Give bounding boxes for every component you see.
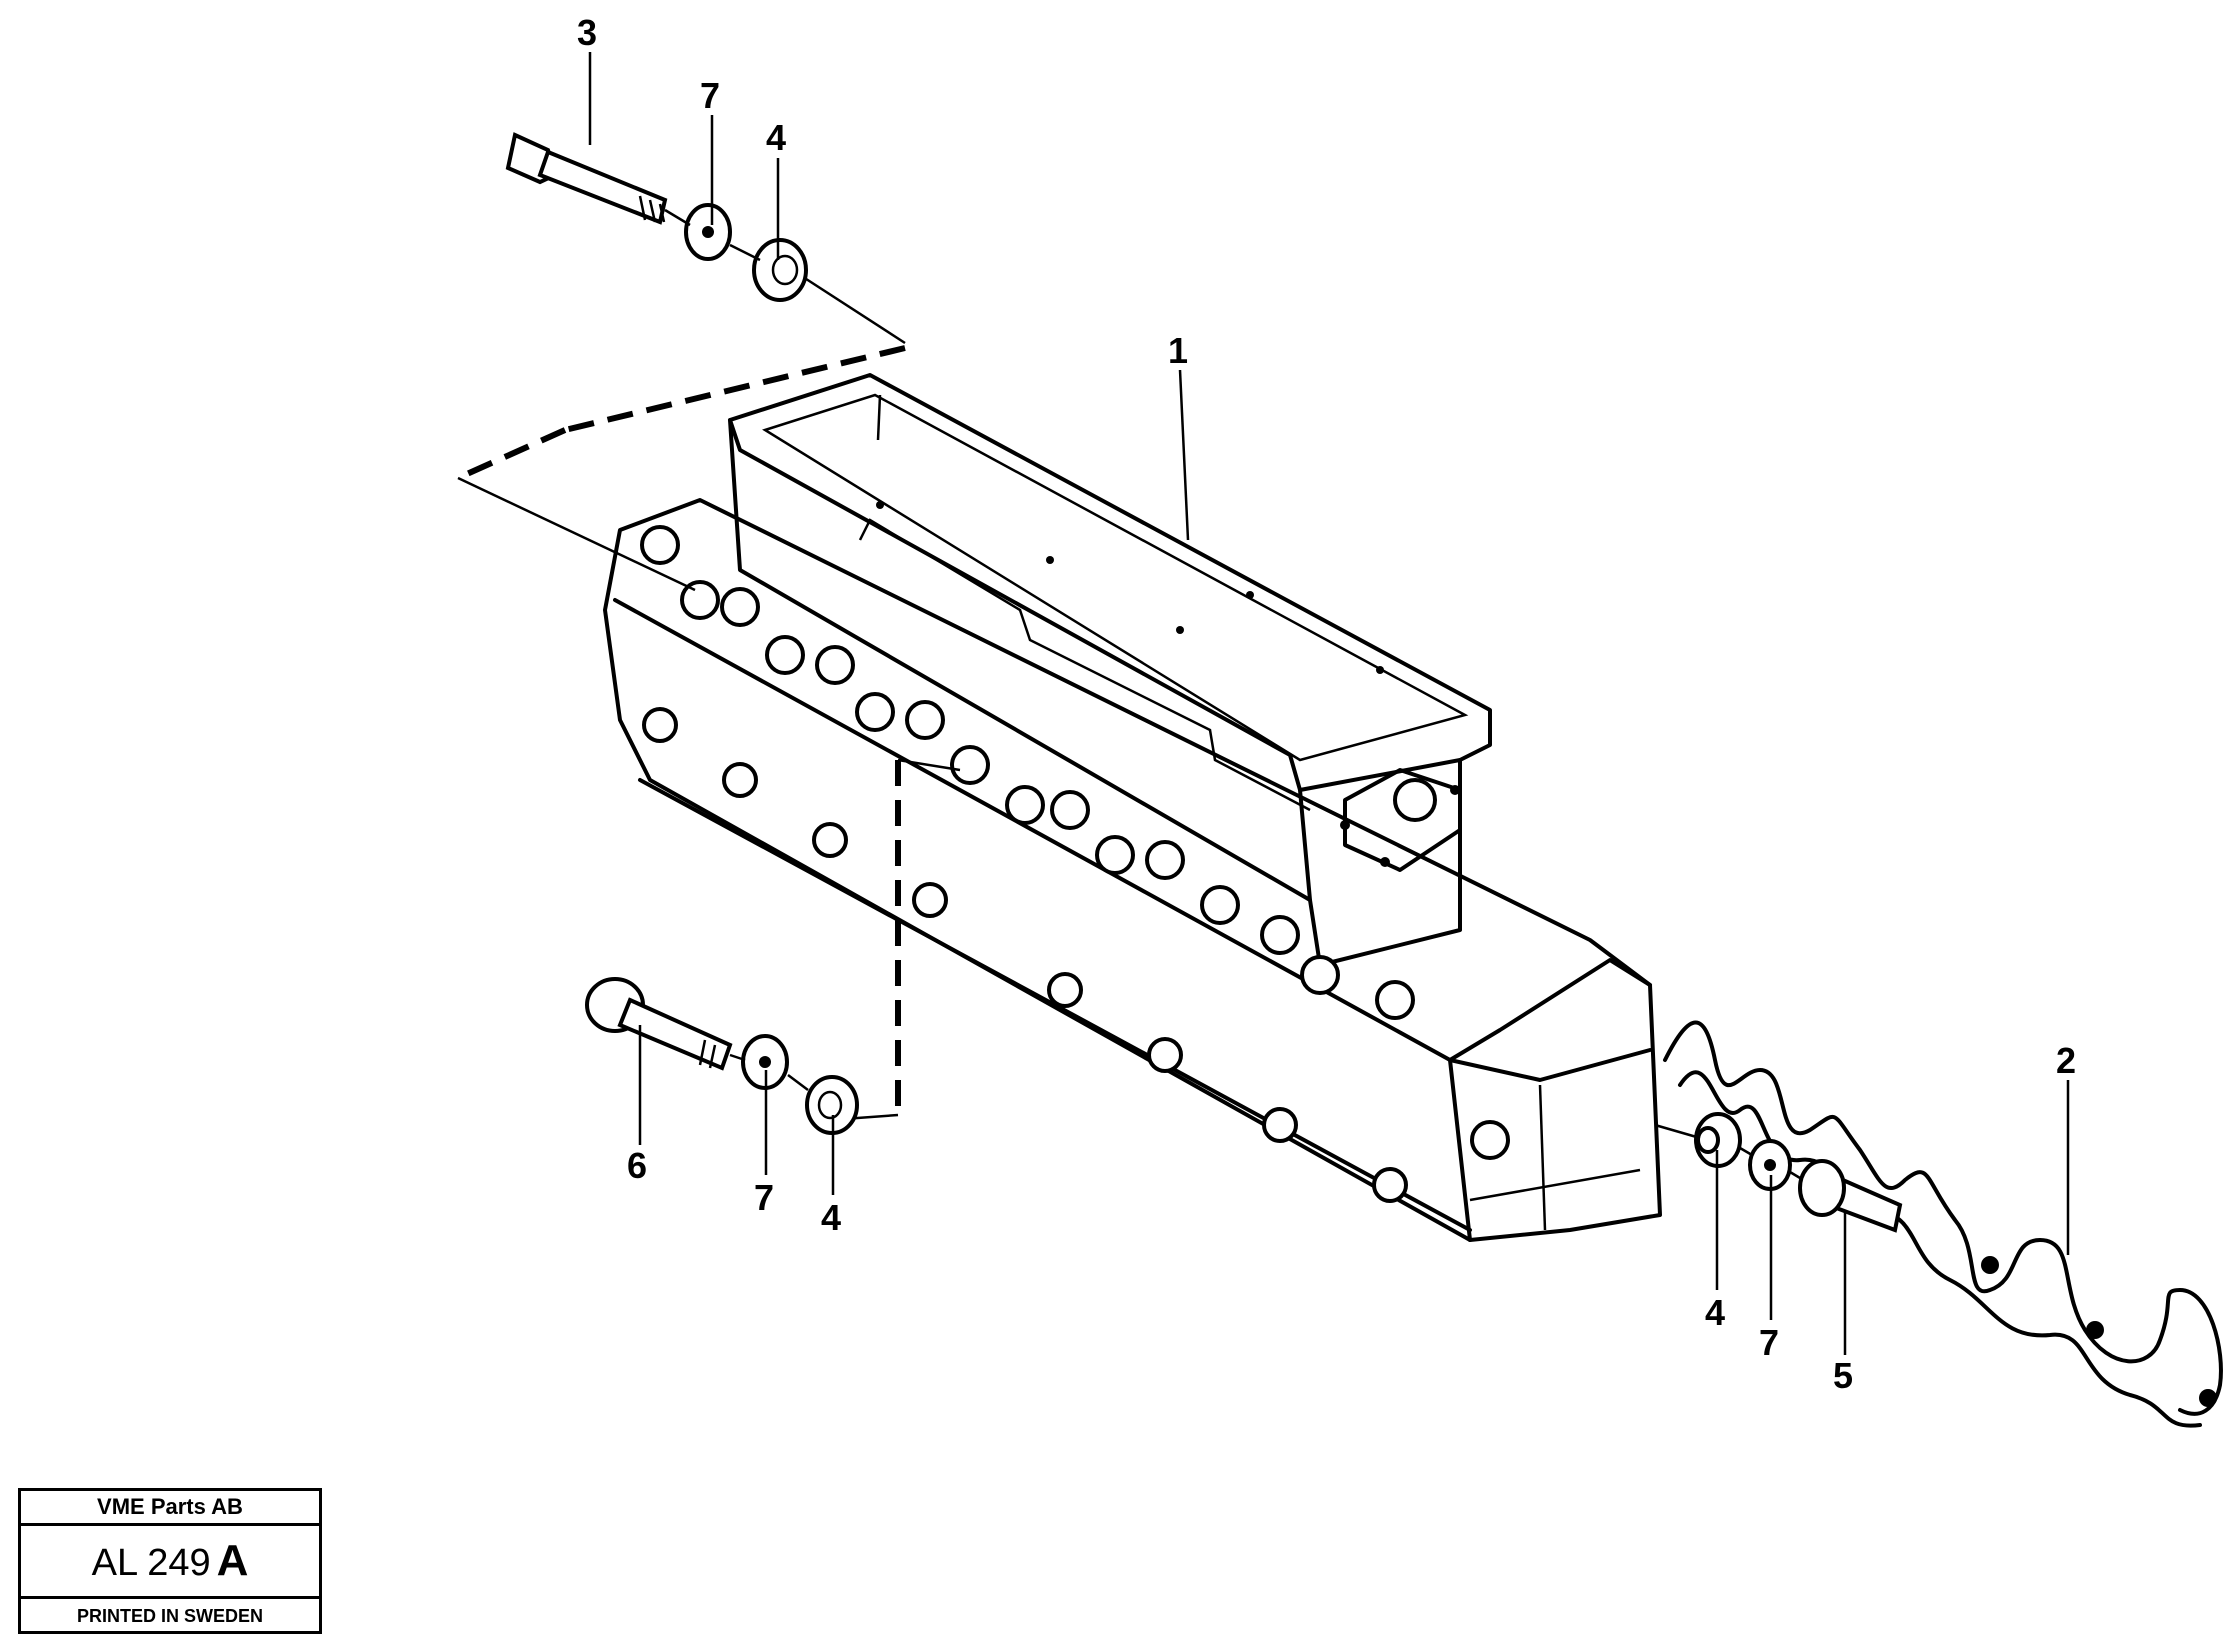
leader-lines	[588, 52, 2070, 1355]
dashed-line-top-end	[456, 427, 567, 481]
gasket-2	[1663, 1020, 2223, 1428]
nut-top	[752, 238, 808, 302]
assembly-line-top-nut	[799, 273, 906, 345]
callout-5: 5	[1833, 1355, 1853, 1396]
drawing-code-suffix: A	[216, 1536, 249, 1585]
callout-4-right: 4	[1705, 1292, 1725, 1333]
callout-1: 1	[1168, 330, 1188, 371]
callout-4-left: 4	[821, 1197, 841, 1238]
callout-7-left: 7	[754, 1177, 774, 1218]
assembly-line-top	[457, 476, 696, 592]
dashed-line-top	[564, 345, 906, 433]
washer-top	[684, 203, 732, 261]
printed-in-label: PRINTED IN SWEDEN	[76, 1606, 263, 1626]
callout-6: 6	[627, 1145, 647, 1186]
callout-7-top: 7	[700, 75, 720, 116]
callout-2: 2	[2056, 1040, 2076, 1081]
drawing-code-number: AL 249	[91, 1542, 211, 1584]
manifold-body	[603, 373, 1662, 1242]
spacer-5	[1798, 1159, 1903, 1233]
stud-bolt-top	[505, 132, 668, 225]
callout-3-top: 3	[577, 12, 597, 53]
company-name: VME Parts AB	[21, 1491, 319, 1526]
bolt-bottom	[585, 977, 733, 1071]
nut-bottom	[805, 1075, 859, 1135]
nut-right	[1694, 1112, 1742, 1168]
callout-7-right: 7	[1759, 1322, 1779, 1363]
callout-4-top: 4	[766, 117, 786, 158]
